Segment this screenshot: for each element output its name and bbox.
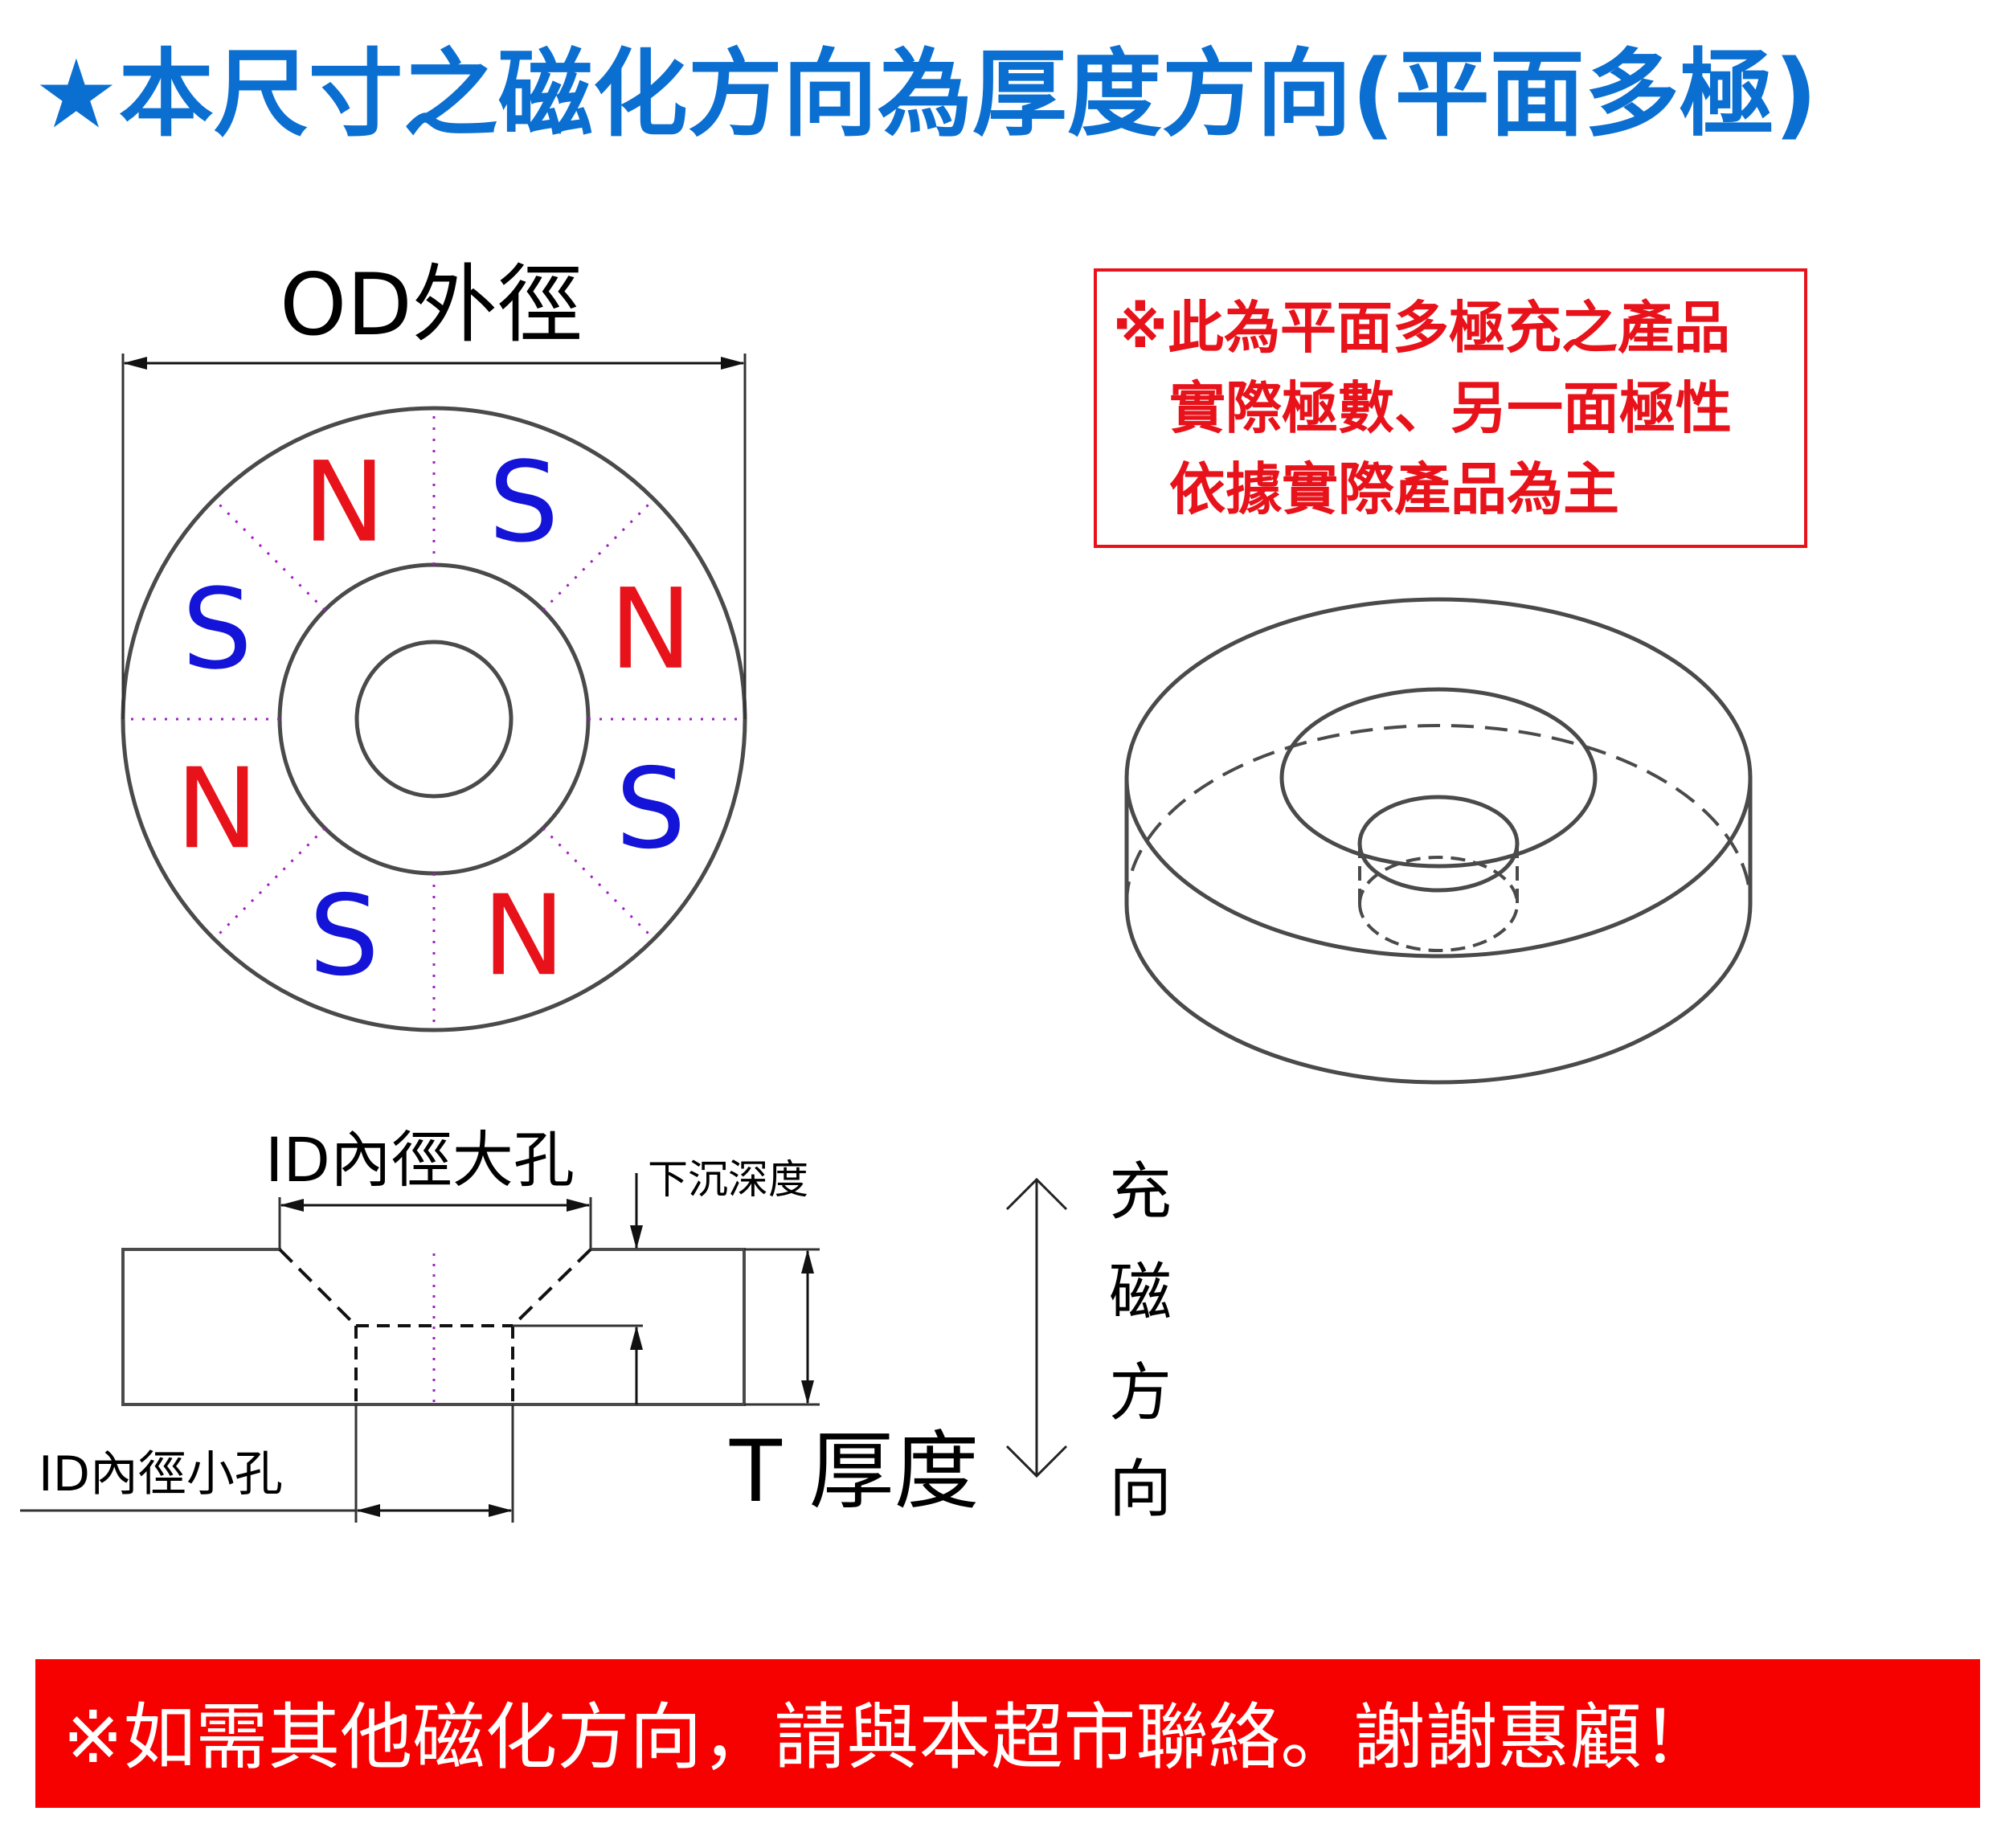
od-dimension: OD外徑 [121, 256, 747, 719]
magnetization-arrow-down-head [1005, 1445, 1068, 1478]
magnetization-char-3: 方 [1109, 1357, 1172, 1429]
page-title: ★本尺寸之磁化方向為厚度方向(平面多極) [34, 39, 1818, 149]
pole-letter-north: N [303, 438, 386, 567]
countersink-left [278, 1248, 358, 1327]
pole-letter-north: N [609, 565, 692, 694]
outer-circle [121, 406, 747, 1032]
pole-dividers [123, 408, 745, 1030]
banner-text: ※如需其他磁化方向，請與本超市聯絡。謝謝惠顧！ [63, 1695, 1714, 1780]
magnetization-direction: 充 磁 方 向 [1005, 1156, 1172, 1526]
id-small-label: ID內徑小孔 [39, 1446, 283, 1503]
iso-small-hole-mid [1358, 856, 1519, 905]
countersink-right [511, 1248, 592, 1327]
note-line-1: ※此為平面多極充之產品 [1113, 295, 1730, 361]
magnetization-char-2: 磁 [1109, 1257, 1172, 1329]
note-border [1094, 268, 1807, 548]
od-label: OD外徑 [280, 256, 583, 354]
pole-letter-north: N [176, 744, 259, 873]
countersink-depth-label: 下沉深度 [648, 1156, 808, 1203]
inner-circle [354, 640, 514, 799]
pole-letter-north: N [482, 871, 565, 1000]
id-large-label: ID內徑大孔 [265, 1124, 575, 1196]
thickness-label: T 厚度 [729, 1422, 979, 1521]
magnetization-char-4: 向 [1109, 1453, 1172, 1526]
magnetization-char-1: 充 [1109, 1156, 1172, 1229]
note-box: ※此為平面多極充之產品 實際極數、另一面極性 依據實際產品為主 [1094, 268, 1807, 548]
contact-banner: ※如需其他磁化方向，請與本超市聯絡。謝謝惠顧！ [35, 1659, 1980, 1808]
cross-section-view: ID內徑大孔 下沉深度 T 厚度 ID內徑小孔 [20, 1124, 979, 1523]
iso-small-hole-bottom [1358, 903, 1519, 952]
note-line-3: 依據實際產品為主 [1169, 456, 1619, 522]
iso-large-hole [1279, 687, 1598, 869]
iso-hidden-bottom-edge [1125, 724, 1752, 905]
iso-bottom-edge [1124, 903, 1753, 1085]
banner-background [35, 1659, 1980, 1808]
iso-small-hole-top [1357, 795, 1520, 893]
pole-letter-south: S [489, 438, 559, 567]
pole-letter-south: S [182, 565, 252, 694]
pole-letter-south: S [616, 744, 686, 873]
ring-isometric-view [1124, 597, 1753, 1085]
pole-letter-south: S [309, 871, 379, 1000]
note-line-2: 實際極數、另一面極性 [1169, 375, 1732, 441]
magnetization-arrow-up-head [1005, 1177, 1068, 1211]
middle-circle [277, 562, 591, 876]
